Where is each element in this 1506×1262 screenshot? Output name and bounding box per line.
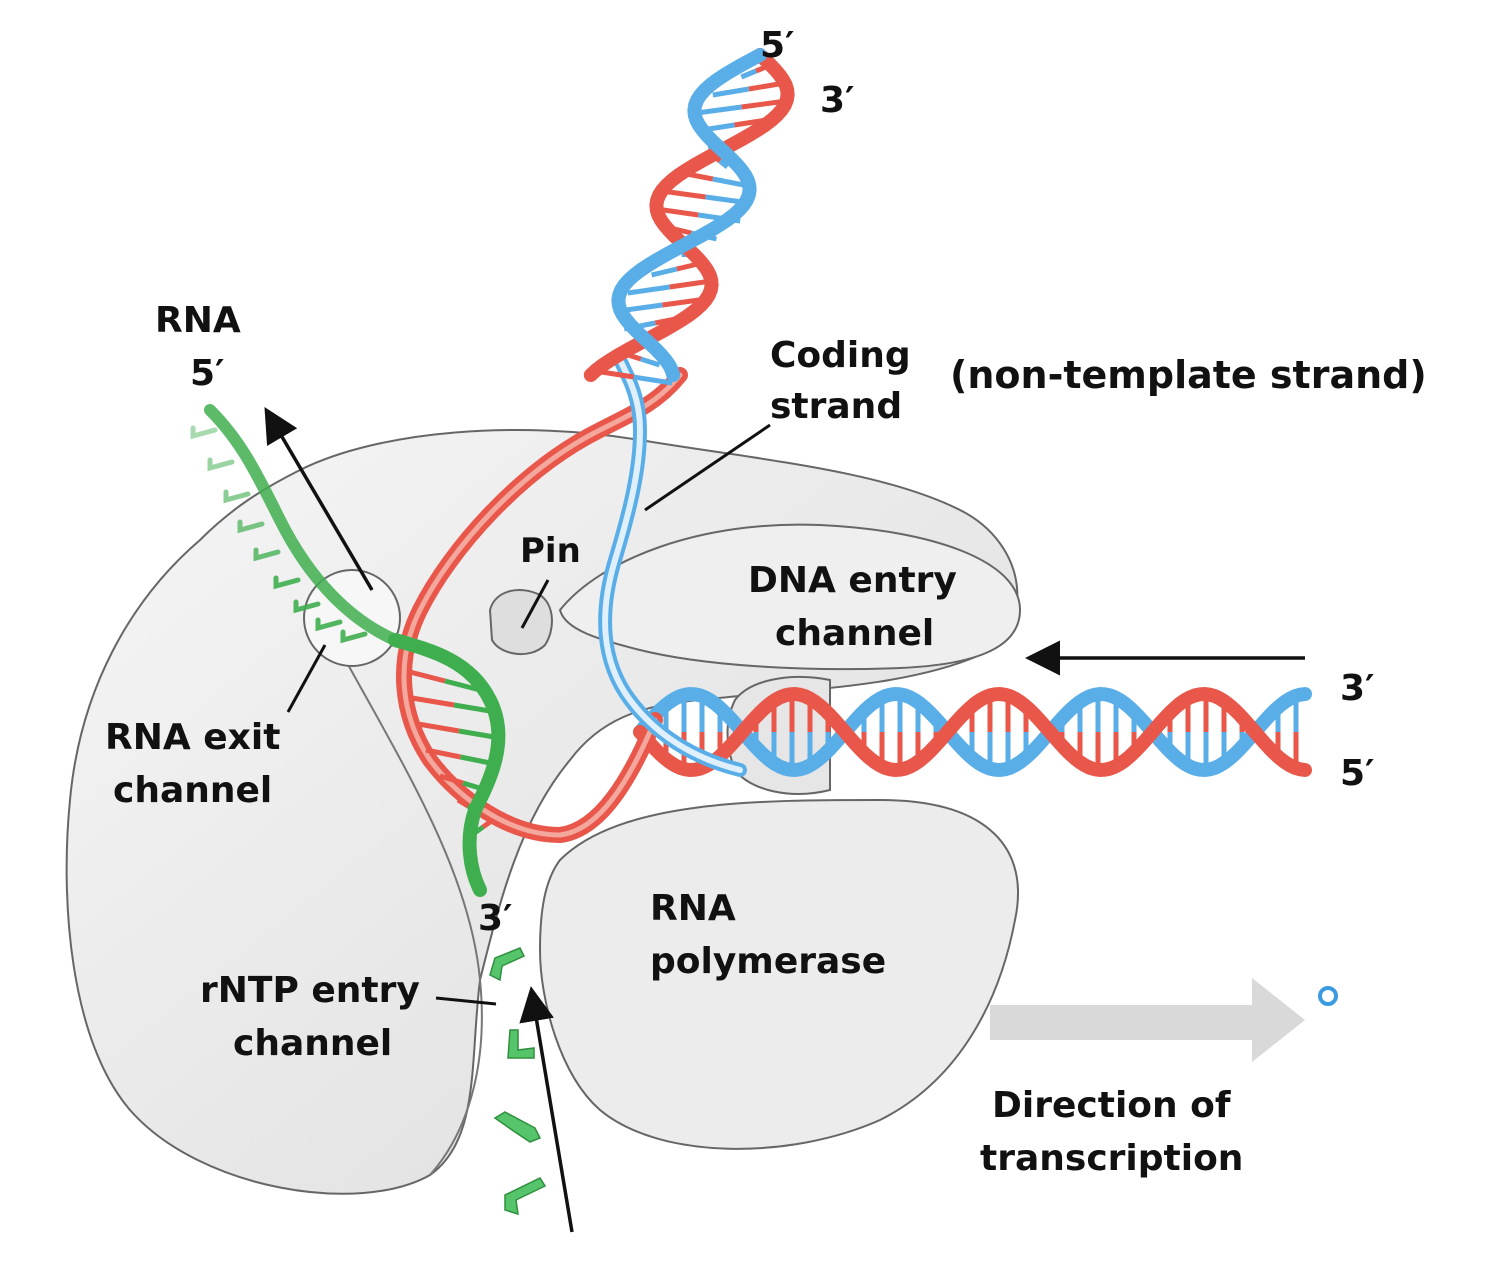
enzyme-upper-lobe	[558, 523, 1022, 671]
base-pair-half-coding	[712, 176, 745, 188]
enzyme-left-division	[339, 649, 483, 1176]
label-pin: Pin	[520, 531, 581, 571]
base-pair-half-coding	[712, 86, 750, 98]
rna-strand-exit	[204, 404, 401, 646]
rntp-2	[507, 1029, 535, 1059]
marker-dot	[1318, 986, 1338, 1006]
direction-arrow	[990, 978, 1305, 1062]
label-polymerase-line1: RNA	[650, 888, 736, 929]
base-pair-half-coding	[627, 284, 670, 296]
label-rntp-line1: rNTP entry	[200, 970, 420, 1011]
base-pair-half-coding	[640, 356, 661, 368]
rna-dna-hybrid	[388, 633, 506, 897]
label-rna-3prime: 3′	[478, 898, 513, 939]
hybrid-pair-half-template	[417, 721, 460, 734]
rntp-4	[504, 1177, 547, 1216]
hybrid-pair-half-template	[481, 819, 492, 830]
base-pair-half-coding	[696, 104, 742, 116]
rna-exit-arrow	[264, 406, 374, 591]
label-rna-exit-line2: channel	[113, 770, 272, 811]
template-strand-horizontal	[633, 686, 1312, 778]
coding-strand-pointer	[644, 423, 771, 512]
label-dna-entry-line1: DNA entry	[748, 560, 957, 601]
hybrid-pair-half-template	[439, 773, 464, 786]
rntp-nucleotides	[489, 947, 547, 1216]
label-dna-right-3prime: 3′	[1340, 668, 1375, 709]
label-dna-right-5prime: 5′	[1340, 753, 1375, 794]
hybrid-pair-half-template	[409, 669, 446, 684]
rntp-1	[489, 947, 526, 982]
label-coding-line2: strand	[770, 386, 902, 427]
coding-strand-upper	[611, 48, 767, 382]
dna-duplex-upper	[583, 48, 795, 386]
rna-base	[223, 489, 251, 504]
label-rna-exit-line1: RNA exit	[105, 717, 280, 758]
label-direction-line2: transcription	[980, 1138, 1243, 1179]
rna-strand-hybrid	[388, 633, 506, 897]
label-dna-top-3prime: 3′	[820, 80, 855, 121]
rna-base	[190, 425, 218, 440]
label-dna-entry-line2: channel	[775, 613, 934, 654]
hybrid-pair-half-template	[456, 797, 470, 809]
template-strand-upper	[583, 48, 795, 382]
label-direction-line1: Direction of	[992, 1085, 1231, 1126]
rntp-pointer	[435, 996, 497, 1006]
hybrid-pair-half-template	[425, 747, 461, 760]
rntp-entry-arrow	[519, 986, 574, 1233]
rna-bases-exit	[190, 425, 368, 644]
pointer-lines	[264, 406, 1305, 1233]
rna-base	[340, 629, 368, 644]
base-pair-half-coding	[650, 266, 678, 278]
label-dna-top-5prime: 5′	[760, 25, 795, 66]
base-pair-half-coding	[718, 159, 729, 169]
label-coding-line1: Coding	[770, 335, 911, 376]
hybrid-pair-half-rna	[444, 678, 481, 693]
rna-exiting	[190, 404, 401, 646]
rna-base	[253, 547, 281, 562]
label-rntp-line2: channel	[233, 1023, 392, 1064]
label-rna: RNA	[155, 300, 241, 341]
pin-structure	[488, 589, 553, 656]
rna-exit-pointer	[286, 644, 327, 713]
coding-strand-loop-highlight	[602, 357, 743, 773]
rna-base	[273, 575, 301, 590]
label-rna-5prime: 5′	[190, 353, 225, 394]
rna-base	[315, 617, 343, 632]
label-non-template: (non-template strand)	[950, 353, 1427, 397]
base-pair-half-coding	[633, 374, 673, 386]
base-pair-half-coding	[740, 68, 757, 80]
coding-strand-horizontal	[633, 686, 1312, 778]
hybrid-pair-half-template	[411, 695, 455, 708]
rntp-3	[493, 1111, 542, 1143]
label-polymerase-line2: polymerase	[650, 941, 886, 982]
rna-base	[293, 599, 321, 614]
template-strand-loop-highlight	[401, 372, 683, 838]
pin-pointer	[520, 579, 550, 629]
rna-base	[207, 457, 235, 472]
rna-base	[237, 519, 265, 534]
